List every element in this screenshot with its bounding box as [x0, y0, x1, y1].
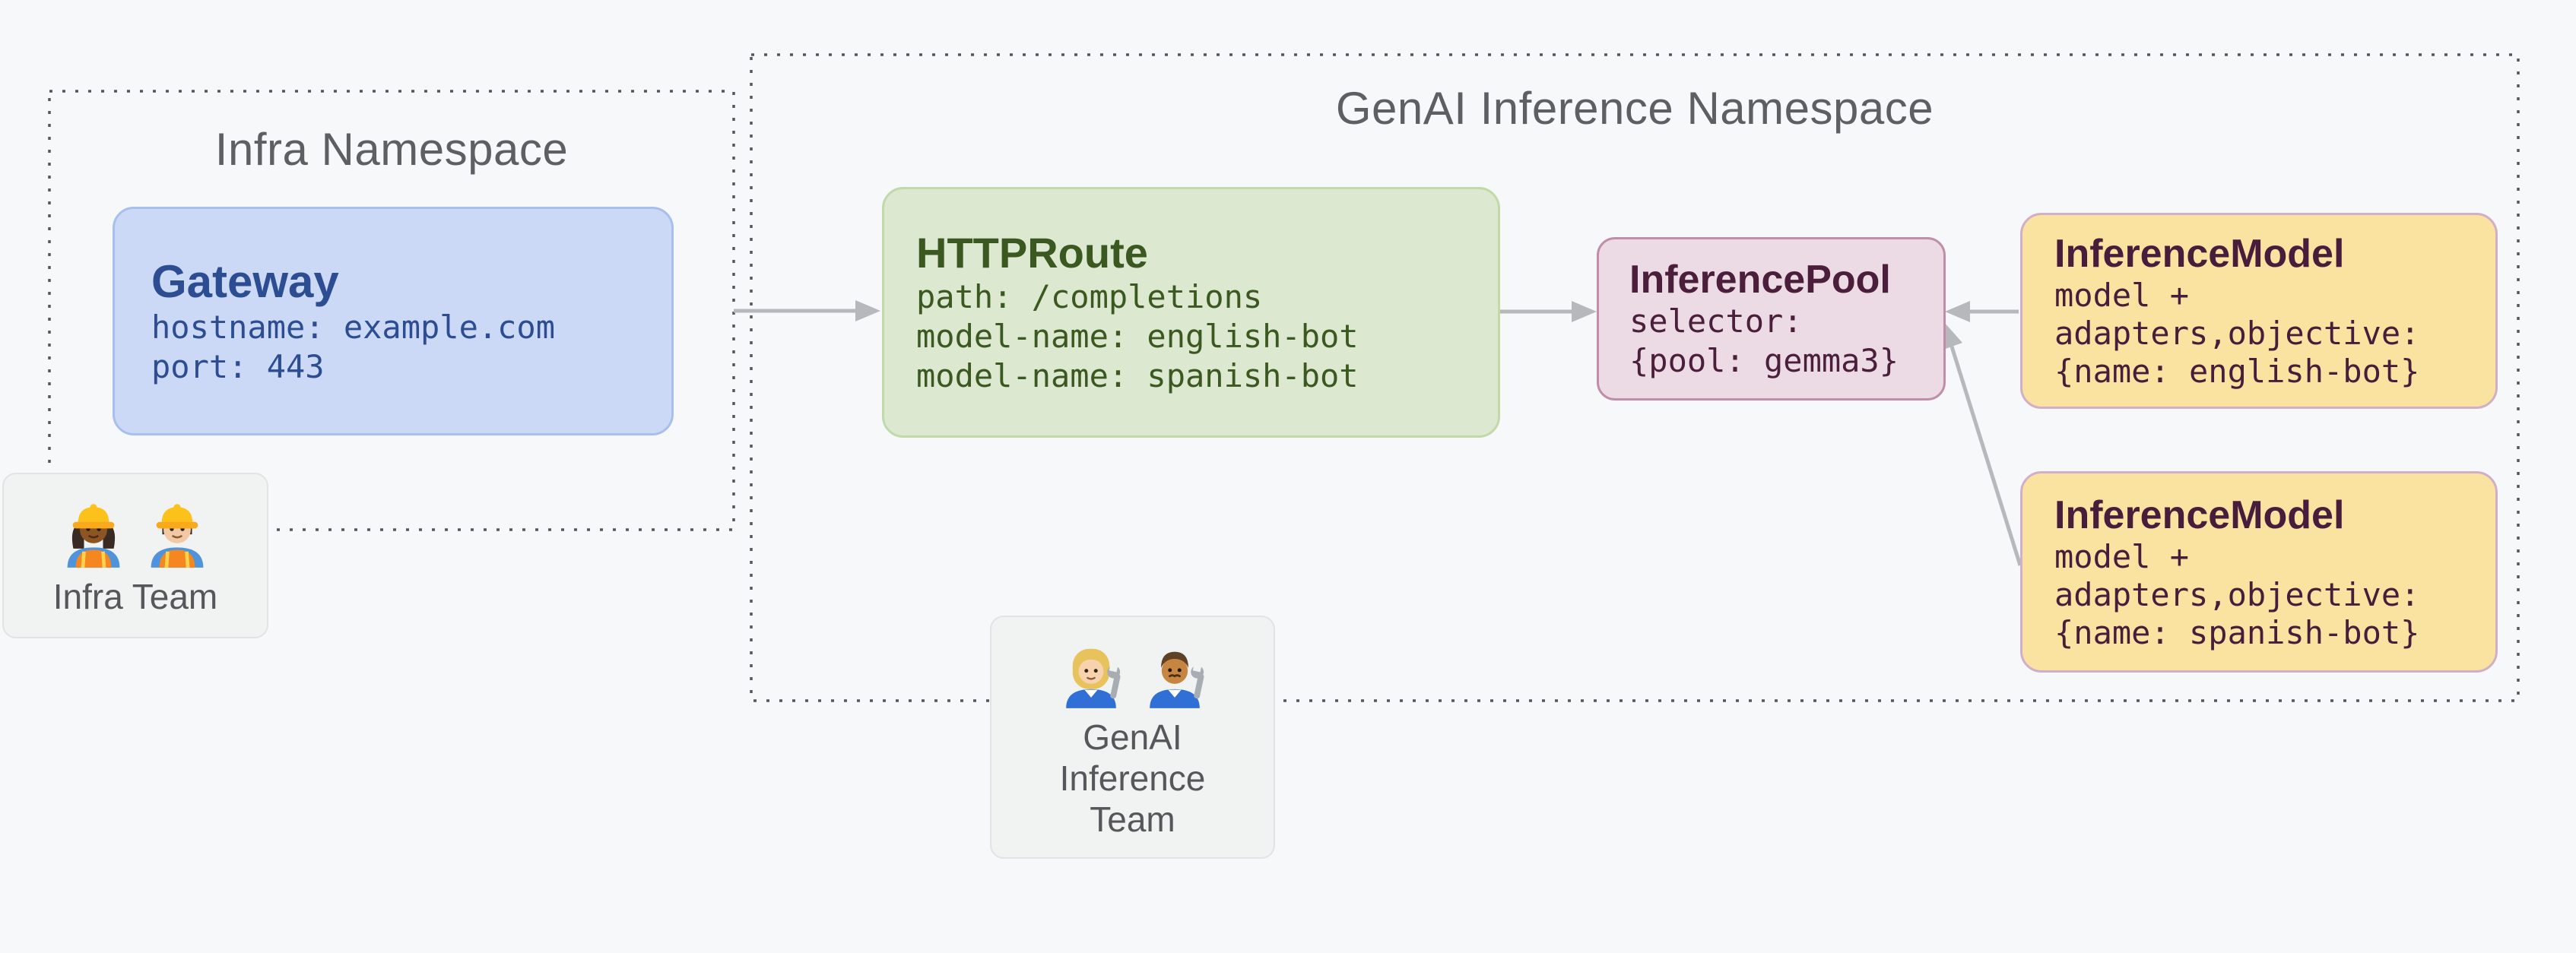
genai-namespace-title: GenAI Inference Namespace — [1335, 83, 1934, 134]
inferencemodel-english-node: InferenceModel model + adapters,objectiv… — [2020, 213, 2498, 409]
inferencemodel-english-adapters-line: adapters,objective: — [2054, 315, 2420, 352]
woman-construction-worker-icon — [67, 504, 120, 568]
inferencepool-selector-line: selector: — [1629, 302, 1803, 340]
inferencepool-title: InferencePool — [1629, 257, 1891, 302]
genai-team-label: GenAI Inference Team — [1060, 717, 1206, 840]
arrowhead-inferencemodel-spanish-to-inferencepool — [1941, 322, 1962, 350]
httproute-path-line: path: /completions — [916, 278, 1263, 315]
infra-team-card: Infra Team — [2, 473, 268, 638]
arrowhead-httproute-to-inferencepool — [1572, 301, 1597, 322]
httproute-title: HTTPRoute — [916, 229, 1148, 277]
gateway-hostname-line: hostname: example.com — [151, 308, 556, 346]
genai-team-label-line3: Team — [1090, 799, 1175, 839]
infra-team-emoji-row — [56, 494, 215, 570]
httproute-node: HTTPRoute path: /completions model-name:… — [882, 187, 1500, 438]
inferencemodel-spanish-model-line: model + — [2054, 537, 2190, 575]
genai-team-label-line1: GenAI — [1083, 717, 1182, 757]
inferencemodel-english-model-line: model + — [2054, 277, 2190, 314]
genai-namespace-border — [750, 53, 2520, 702]
gateway-title: Gateway — [151, 255, 339, 307]
inferencemodel-spanish-name-line: {name: spanish-bot} — [2054, 613, 2420, 651]
arrow-inferencemodel-spanish-to-inferencepool — [1949, 346, 2022, 566]
inferencemodel-english-name-line: {name: english-bot} — [2054, 353, 2420, 390]
inferencepool-pool-line: {pool: gemma3} — [1629, 341, 1899, 379]
inferencemodel-spanish-node: InferenceModel model + adapters,objectiv… — [2020, 471, 2498, 673]
gateway-node: Gateway hostname: example.com port: 443 — [113, 207, 674, 435]
httproute-model-spanish-line: model-name: spanish-bot — [916, 357, 1359, 394]
inferencemodel-spanish-title: InferenceModel — [2054, 492, 2345, 537]
inferencemodel-english-title: InferenceModel — [2054, 232, 2345, 276]
man-mechanic-icon — [1149, 651, 1204, 708]
arrowhead-inferencemodel-english-to-inferencepool — [1945, 301, 1970, 322]
inferencemodel-spanish-adapters-line: adapters,objective: — [2054, 575, 2420, 613]
httproute-model-english-line: model-name: english-bot — [916, 318, 1359, 355]
gateway-port-line: port: 443 — [151, 347, 325, 385]
woman-mechanic-icon — [1065, 648, 1120, 708]
man-construction-worker-icon — [151, 504, 204, 568]
arrowhead-gateway-to-httproute — [855, 300, 880, 321]
infra-team-label: Infra Team — [52, 577, 218, 616]
inferencepool-node: InferencePool selector: {pool: gemma3} — [1597, 237, 1946, 401]
genai-inference-team-card: GenAI Inference Team — [990, 616, 1275, 859]
genai-team-label-line2: Inference — [1059, 758, 1206, 798]
infra-namespace-title: Infra Namespace — [214, 124, 569, 175]
genai-team-emoji-row — [1053, 635, 1213, 711]
